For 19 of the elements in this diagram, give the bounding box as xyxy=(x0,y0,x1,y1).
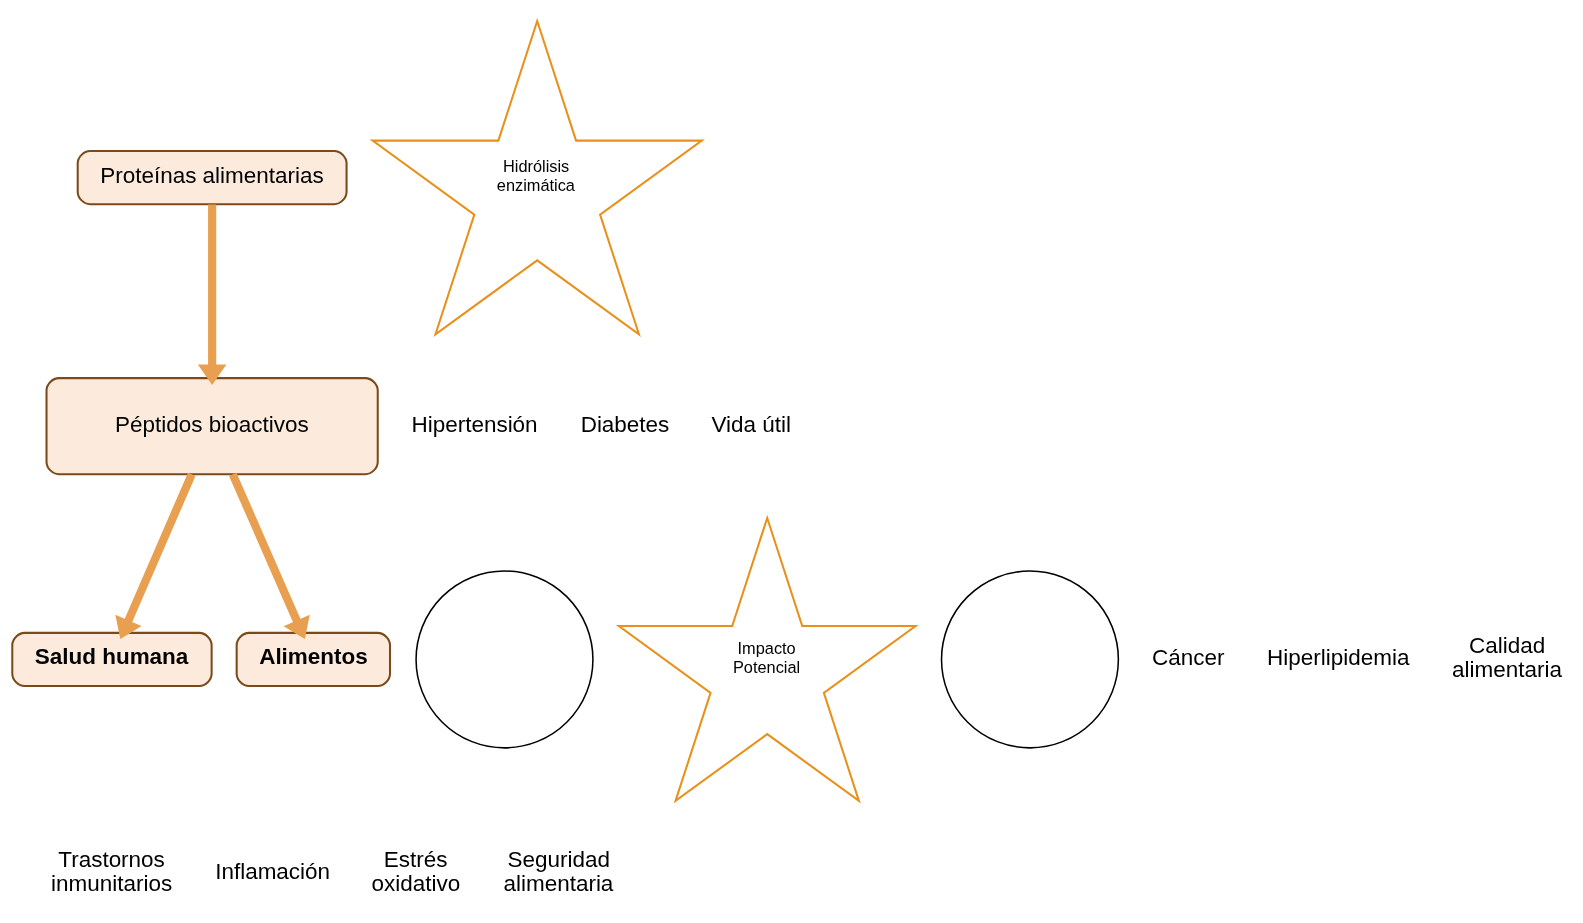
label: Cáncer xyxy=(1152,645,1225,671)
arrow xyxy=(229,472,310,640)
node-box: Proteínas alimentarias xyxy=(76,150,348,206)
label: Trastornos inmunitarios xyxy=(51,846,173,897)
label: Estrés oxidativo xyxy=(371,846,461,897)
node-circle xyxy=(940,570,1120,749)
node-box: Alimentos xyxy=(235,631,392,688)
label: Diabetes xyxy=(580,411,670,437)
label: Inflamación xyxy=(215,859,331,885)
node-circle xyxy=(415,570,594,749)
label: Vida útil xyxy=(711,411,792,437)
node-box: Péptidos bioactivos xyxy=(45,377,379,476)
label: Calidad alimentaria xyxy=(1452,632,1563,683)
label: Seguridad alimentaria xyxy=(503,846,614,897)
label: Hipertensión xyxy=(411,411,538,437)
arrow xyxy=(115,472,196,640)
node-box: Salud humana xyxy=(11,631,213,688)
arrow xyxy=(197,204,227,385)
label: Hiperlipidemia xyxy=(1267,645,1410,671)
